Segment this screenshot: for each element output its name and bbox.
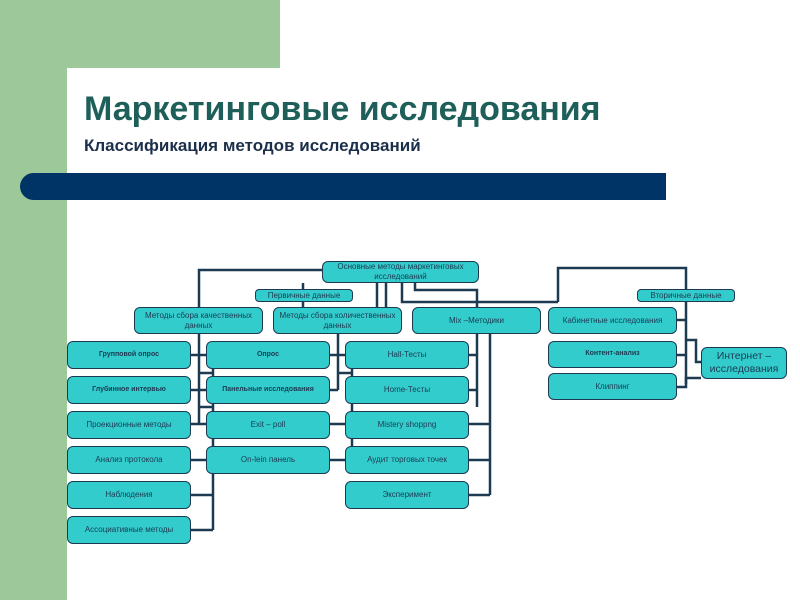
quant-item: On-lein панель: [206, 446, 330, 474]
qual-item: Наблюдения: [67, 481, 191, 509]
qual-item: Анализ протокола: [67, 446, 191, 474]
internet-node: Интернет – исследования: [701, 347, 787, 379]
mix-node: Mix –Методики: [412, 307, 541, 334]
qual-item: Проекционные методы: [67, 411, 191, 439]
qual-item: Групповой опрос: [67, 341, 191, 369]
decor-bar: [20, 173, 666, 200]
qual-item: Глубинное интервью: [67, 376, 191, 404]
mix-item: Hall-Тесты: [345, 341, 469, 369]
quant-item: Exit – poll: [206, 411, 330, 439]
decor-corner: [67, 68, 127, 128]
mix-item: Эксперимент: [345, 481, 469, 509]
mix-item: Home-Тесты: [345, 376, 469, 404]
slide-title: Маркетинговые исследования: [84, 90, 601, 128]
mix-item: Аудит торговых точек: [345, 446, 469, 474]
quantitative-node: Методы сбора количественных данных: [273, 307, 402, 334]
slide-subtitle: Классификация методов исследований: [84, 136, 421, 155]
root-node: Основные методы маркетинговых исследован…: [322, 261, 479, 283]
mix-item: Mistery shoppng: [345, 411, 469, 439]
desk-node: Кабинетные исследования: [548, 307, 677, 334]
desk-item: Контент-анализ: [548, 341, 677, 368]
qual-item: Ассоциативные методы: [67, 516, 191, 544]
secondary-data-node: Вторичные данные: [637, 289, 735, 302]
qualitative-node: Методы сбора качественных данных: [134, 307, 263, 334]
desk-item: Клиппинг: [548, 373, 677, 400]
quant-item: Опрос: [206, 341, 330, 369]
quant-item: Панельные исследования: [206, 376, 330, 404]
decor-green-top: [0, 0, 280, 68]
decor-green-left: [0, 0, 67, 600]
primary-data-node: Первичные данные: [255, 289, 353, 302]
